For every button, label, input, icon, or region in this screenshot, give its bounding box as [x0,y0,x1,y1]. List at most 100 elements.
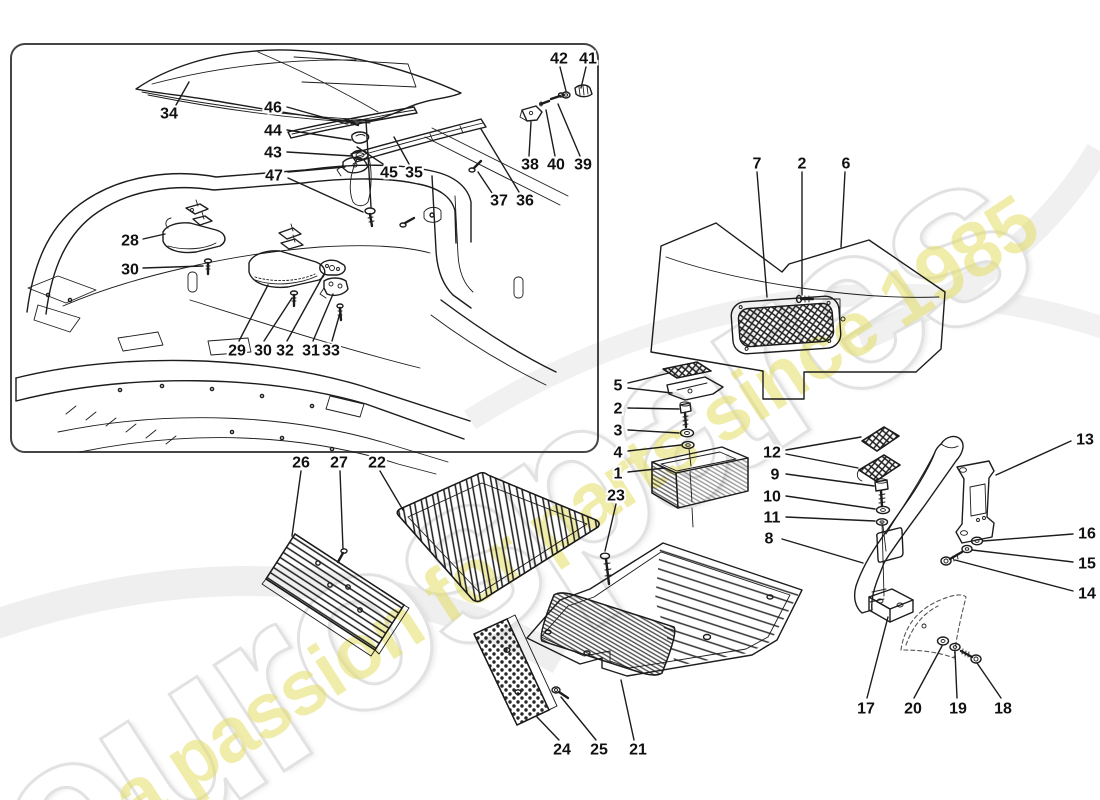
pad-and-bracket-5 [662,361,724,401]
screw-23 [599,552,612,586]
callout-2: 2 [798,156,807,173]
rail-bolt-holes [45,292,335,452]
roof-panel-34 [135,49,462,124]
callout-47: 47 [265,168,283,185]
callout-29: 29 [228,343,246,360]
callout-6: 6 [842,156,851,173]
washer-11 [875,518,889,552]
bolt-14 [940,550,964,566]
callout-14: 14 [1078,586,1096,603]
callout-23: 23 [607,488,625,505]
mount-bracket-31 [319,277,349,299]
washer-15 [961,544,973,554]
bolt-9 [874,478,889,508]
callout-30: 30 [254,343,272,360]
leader-line-18 [976,662,1002,699]
fastener-set-38-42 [519,84,593,122]
leader-line-44 [286,129,352,141]
leader-line-10 [785,495,876,510]
callout-20: 20 [904,701,922,718]
leader-line-22 [379,470,404,511]
callout-38: 38 [521,157,539,174]
footrest-grille-22 [396,472,600,603]
callout-41: 41 [579,51,597,68]
leader-line-30 [263,297,293,342]
leader-line-8 [781,538,864,564]
callout-21: 21 [629,742,647,759]
leader-line-30 [142,265,204,269]
callout-31: 31 [302,343,320,360]
callout-24: 24 [553,742,571,759]
callout-7: 7 [753,156,762,173]
leader-line-13 [995,440,1072,476]
bolt-18 [959,648,982,664]
pillar-trim-8 [853,435,964,614]
callout-18: 18 [994,701,1012,718]
callout-42: 42 [550,51,568,68]
leader-line-21 [620,679,635,741]
bracket-17 [868,588,914,623]
leader-line-3 [627,429,680,434]
callout-28: 28 [121,233,139,250]
leader-line-27 [339,470,344,550]
callout-40: 40 [547,157,565,174]
leader-line-37 [477,171,493,194]
header-strip-35 [287,106,418,139]
screw-25 [551,686,570,700]
carpet-panel-6 [650,222,946,400]
leader-line-41 [580,66,587,89]
callout-39: 39 [574,157,592,174]
callout-19: 19 [949,701,967,718]
callout-8: 8 [765,531,774,548]
callout-5: 5 [614,378,623,395]
fastener-set-43-47 [336,118,376,228]
callout-36: 36 [516,193,534,210]
inset-panel [10,43,599,475]
callout-12: 12 [763,445,781,462]
callout-30: 30 [121,262,139,279]
visor-screw-33 [336,303,344,322]
sun-visor-29 [248,223,326,289]
leader-line-35 [393,136,410,165]
leader-line-19 [954,651,958,699]
sun-visor-28 [162,199,226,254]
pocket-7 [730,295,842,355]
pocket-bolt-2 [795,294,846,327]
washer-20 [936,636,950,646]
callout-15: 15 [1078,556,1096,573]
leader-line-33 [331,312,341,342]
callout-44: 44 [264,123,282,140]
leader-line-43 [286,151,353,157]
callout-22: 22 [368,455,386,472]
callout-43: 43 [264,145,282,162]
washer-4 [681,440,695,450]
body-latch-screw-37 [399,159,483,228]
callout-35: 35 [405,165,423,182]
callout-1: 1 [614,466,623,483]
leader-line-25 [560,696,597,741]
callout-25: 25 [590,742,608,759]
bracket-13 [955,460,995,544]
callout-11: 11 [764,510,781,527]
leader-line-29 [238,284,269,342]
leader-line-31 [312,293,334,342]
callout-45: 45 [380,165,398,182]
callout-3: 3 [614,423,623,440]
callout-4: 4 [614,445,623,462]
leader-line-32 [286,273,325,342]
mount-plate-32 [319,259,346,276]
callout-2: 2 [614,401,623,418]
screw-27 [336,548,348,564]
leader-line-40 [545,109,556,157]
leader-line-28 [142,233,166,240]
bolt-2 [679,401,692,429]
visor-screw-30b [289,290,299,308]
leader-line-46 [286,106,348,125]
leader-line-26 [291,470,302,537]
leader-line-39 [557,103,581,157]
leader-line-20 [913,645,943,699]
leader-line-42 [559,66,567,92]
